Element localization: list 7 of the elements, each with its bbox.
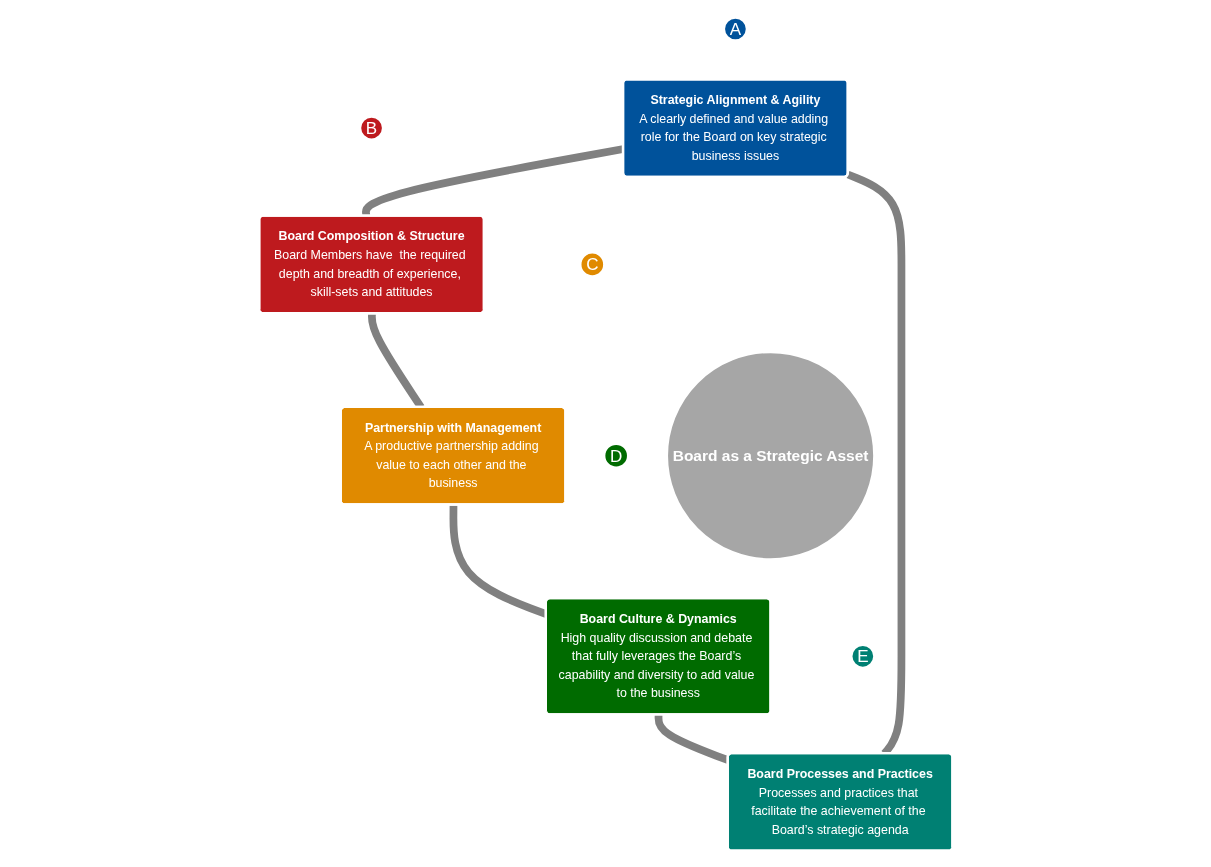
node-circle: E xyxy=(849,643,876,669)
node-circle: A xyxy=(722,16,748,42)
node-circle: Board as a Strategic Asset xyxy=(665,350,876,561)
node-circle: C xyxy=(578,251,606,278)
connector xyxy=(449,504,548,618)
node-circle: B xyxy=(358,115,384,141)
node-circle: D xyxy=(602,442,629,469)
